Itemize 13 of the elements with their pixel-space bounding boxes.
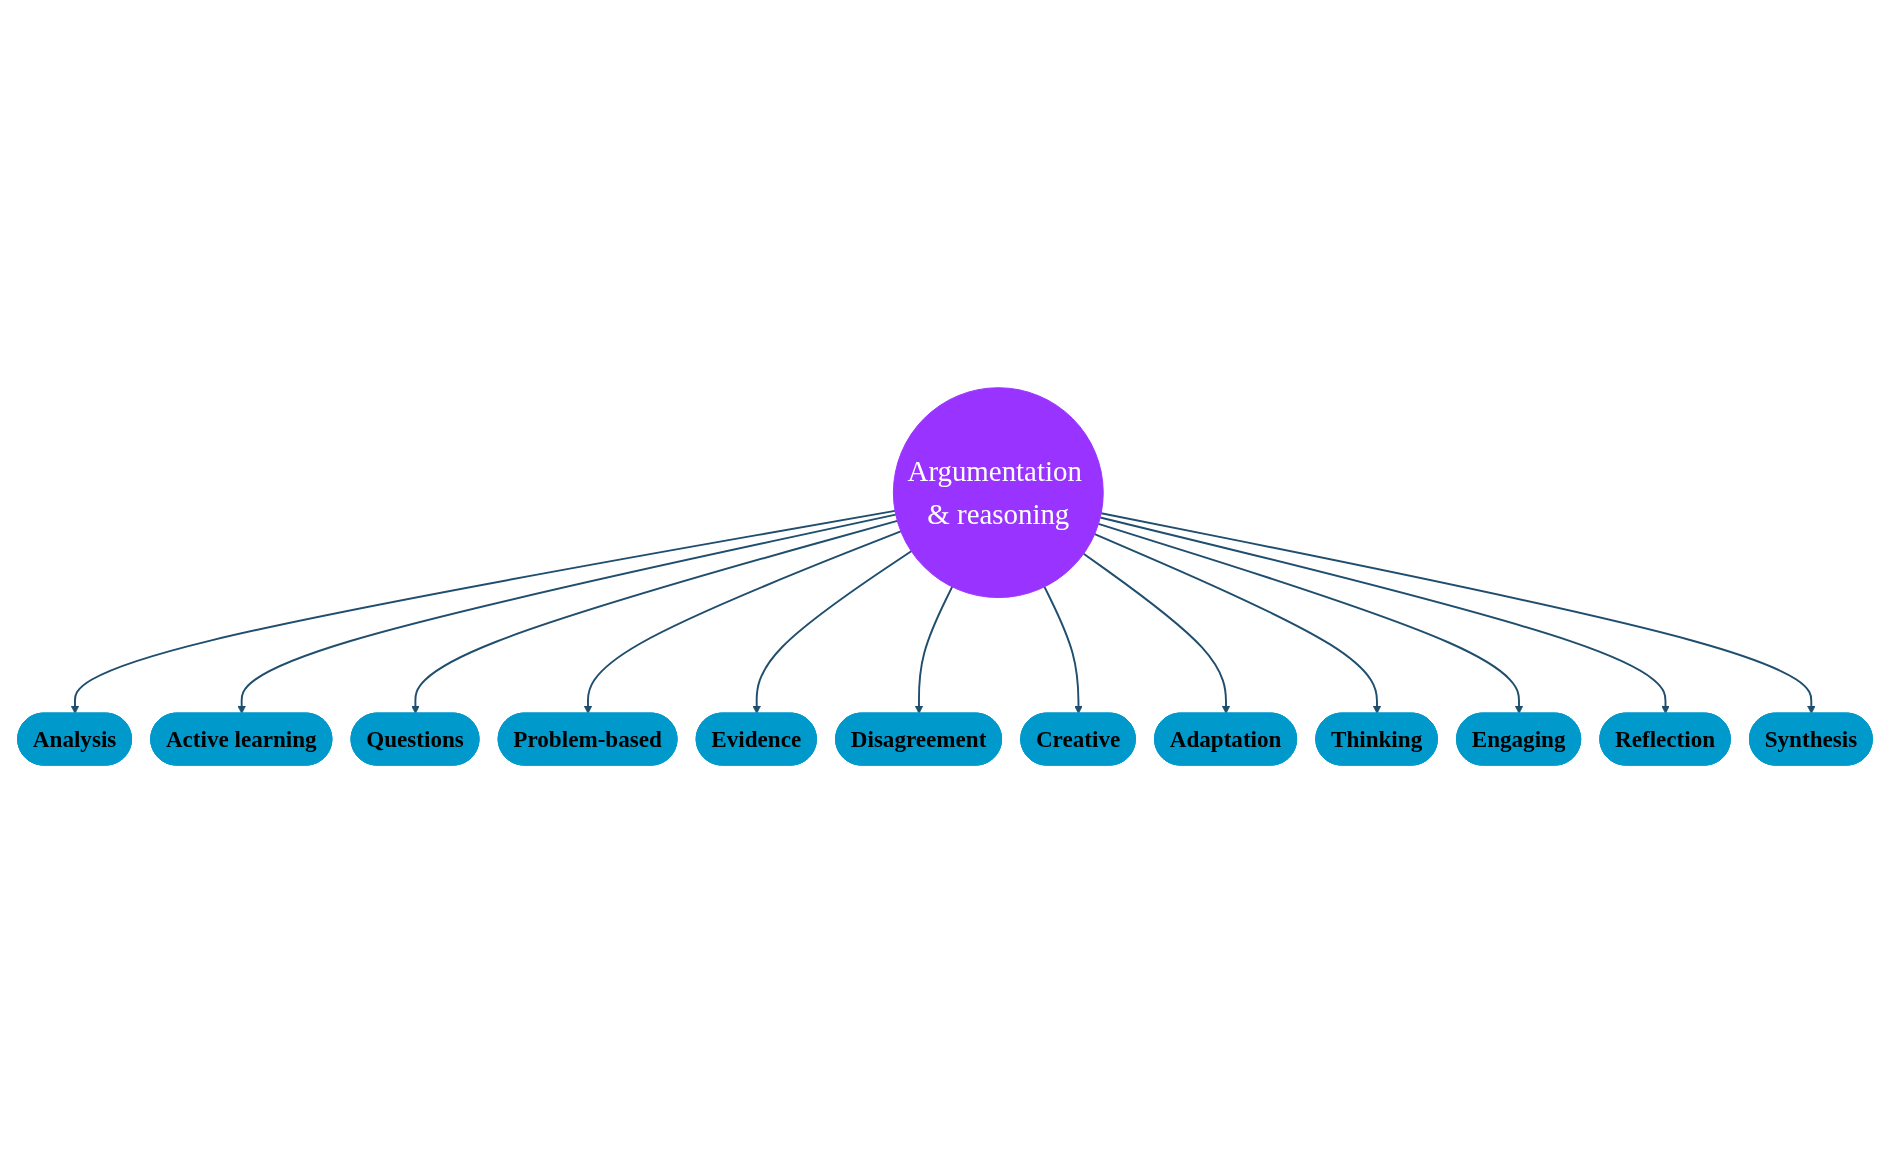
arrow <box>1100 511 1816 714</box>
arrow <box>70 509 896 714</box>
arrow <box>914 585 954 714</box>
arrow <box>411 519 899 714</box>
arrow <box>1082 552 1231 714</box>
arrow <box>1097 522 1524 714</box>
arrow <box>1099 516 1670 714</box>
arrow <box>583 529 902 714</box>
arrow <box>1093 532 1382 714</box>
arrow <box>237 513 897 714</box>
arrow <box>752 549 913 714</box>
arrow <box>1043 585 1083 714</box>
node-circle: Argumentation & reasoning <box>892 386 1104 598</box>
